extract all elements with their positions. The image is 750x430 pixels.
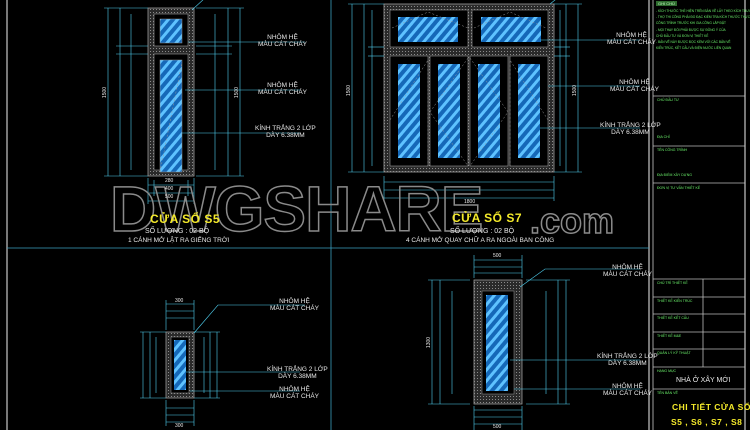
address-label: ĐỊA CHỈ (657, 135, 670, 139)
s6-dim-bottom-total: 300 (175, 423, 184, 429)
s8-dim-height: 1300 (426, 336, 433, 349)
site-label: ĐỊA ĐIỂM XÂY DỰNG (657, 173, 693, 177)
design-unit-label: ĐƠN VỊ TƯ VẤN THIẾT KẾ (657, 186, 701, 190)
s8-dim-bottom-total: 500 (493, 424, 502, 430)
window-s5-drawing (104, 0, 305, 204)
category-value: NHÀ Ở XÂY MỚI (676, 377, 731, 384)
panel-dividers (7, 0, 649, 430)
s5-dim-inner-width: 400 (165, 186, 174, 192)
drawing-name-line2: S5 , S6 , S7 , S8 (671, 417, 743, 427)
sheet-border (6, 0, 746, 430)
s5-dim-glass-width: 280 (165, 178, 174, 184)
signature-row-structure: THIẾT KẾ KẾT CẤU (657, 316, 689, 320)
notes-header: GHI CHÚ (656, 1, 677, 6)
signature-row-technical: QUẢN LÝ KỸ THUẬT (657, 351, 691, 355)
s7-description: 4 CÁNH MỞ QUAY CHỮ A RA NGOÀI BAN CÔNG (406, 237, 555, 244)
note-line: - THỢ THI CÔNG PHẢI ĐO ĐẠC KIỂM TRA KÍCH… (656, 15, 750, 20)
signature-row-architecture: THIẾT KẾ KIẾN TRÚC (657, 299, 693, 303)
s7-quantity: SỐ LƯỢNG : 02 BỘ (450, 228, 515, 235)
note-line: - BẢN VẼ NÀY ĐƯỢC ĐỌC KÈM VỚI CÁC BẢN VẼ (656, 39, 731, 44)
s8-dim-top-total: 500 (493, 253, 502, 259)
window-s8-drawing (428, 255, 640, 430)
s7-dim-height: 1500 (346, 84, 353, 97)
watermark-text: DWGSHARE (109, 172, 484, 246)
note-line: - KÍCH THƯỚC THỂ HIỆN TRÊN BẢN VẼ LẤY TH… (656, 9, 750, 13)
s5-quantity: SỐ LƯỢNG : 02 BỘ (145, 228, 210, 235)
s7-title: CỬA SỔ S7 (452, 211, 523, 225)
drawing-name-label: TÊN BẢN VẼ (657, 391, 678, 395)
title-block-grid (653, 95, 745, 390)
s5-dim-height-right: 1500 (234, 86, 241, 99)
s5-dim-height: 1500 (102, 86, 109, 99)
window-s6-drawing (140, 300, 305, 426)
note-line: - MỌI THAY ĐỔI PHẢI ĐƯỢC SỰ ĐỒNG Ý CỦA (656, 27, 726, 32)
project-name-label: TÊN CÔNG TRÌNH (657, 148, 688, 152)
s7-dim-height-right: 1500 (572, 84, 579, 97)
window-s7-drawing (348, 0, 640, 201)
note-line: CÔNG TRÌNH TRƯỚC KHI GIA CÔNG LẮP ĐẶT (656, 21, 726, 26)
s7-dim-total-width: 1800 (464, 199, 476, 205)
note-line: CHỦ ĐẦU TƯ VÀ ĐƠN VỊ THIẾT KẾ (656, 33, 709, 38)
signature-row-mep: THIẾT KẾ M&E (657, 334, 682, 338)
s5-title: CỬA SỔ S5 (150, 212, 221, 226)
s6-dim-top-total: 300 (175, 298, 184, 304)
owner-label: CHỦ ĐẦU TƯ (657, 98, 679, 102)
s5-description: 1 CÁNH MỞ LẬT RA GIẾNG TRỜI (128, 237, 230, 244)
note-line: KIẾN TRÚC, KẾT CẤU VÀ ĐIỆN NƯỚC LIÊN QUA… (656, 46, 732, 51)
notes-list: - KÍCH THƯỚC THỂ HIỆN TRÊN BẢN VẼ LẤY TH… (656, 9, 750, 52)
watermark-suffix: .com (529, 199, 615, 242)
drawing-name-line1: CHI TIẾT CỬA SỔ (672, 402, 750, 412)
category-label: HẠNG MỤC (657, 369, 677, 373)
s5-dim-total-width: 500 (165, 194, 174, 200)
signature-row-chief-designer: CHỦ TRÌ THIẾT KẾ (657, 281, 688, 285)
